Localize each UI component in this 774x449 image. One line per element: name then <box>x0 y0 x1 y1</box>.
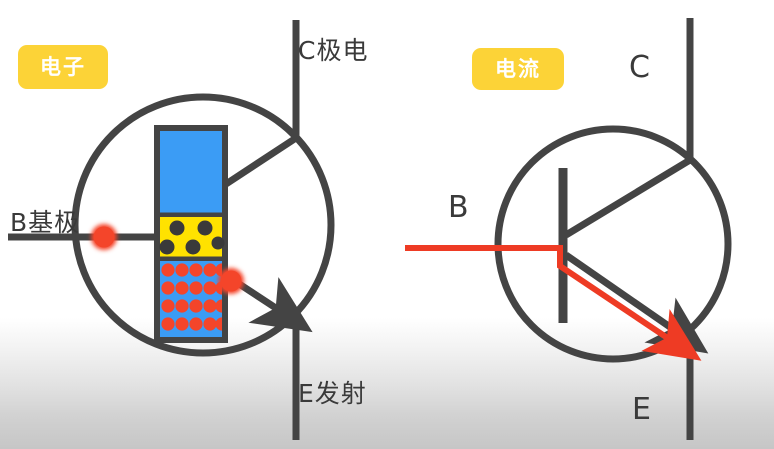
emitter-highlight-electron <box>218 268 244 294</box>
layer-collector-blue <box>160 131 222 214</box>
right-emitter-internal-arrow <box>564 252 709 354</box>
badge-electron: 电子 <box>18 45 108 89</box>
left-transistor-circle <box>71 93 335 357</box>
semiconductor-stack-frame <box>154 125 228 343</box>
base-layer-holes <box>159 220 225 255</box>
base-highlight-electron <box>91 224 117 250</box>
label-left-collector: C极电 <box>298 36 369 65</box>
label-right-emitter: E <box>632 392 651 427</box>
emitter-layer-electrons <box>161 263 222 331</box>
current-flow-arrow <box>405 245 702 361</box>
label-right-collector: C <box>629 50 650 85</box>
left-collector-internal <box>221 135 298 189</box>
badge-current: 电流 <box>472 48 564 90</box>
label-left-emitter: E发射 <box>298 379 367 408</box>
right-collector-internal <box>564 157 692 238</box>
right-transistor-circle <box>494 125 732 363</box>
label-left-base: B基极 <box>10 208 81 237</box>
label-right-base: B <box>448 190 469 225</box>
